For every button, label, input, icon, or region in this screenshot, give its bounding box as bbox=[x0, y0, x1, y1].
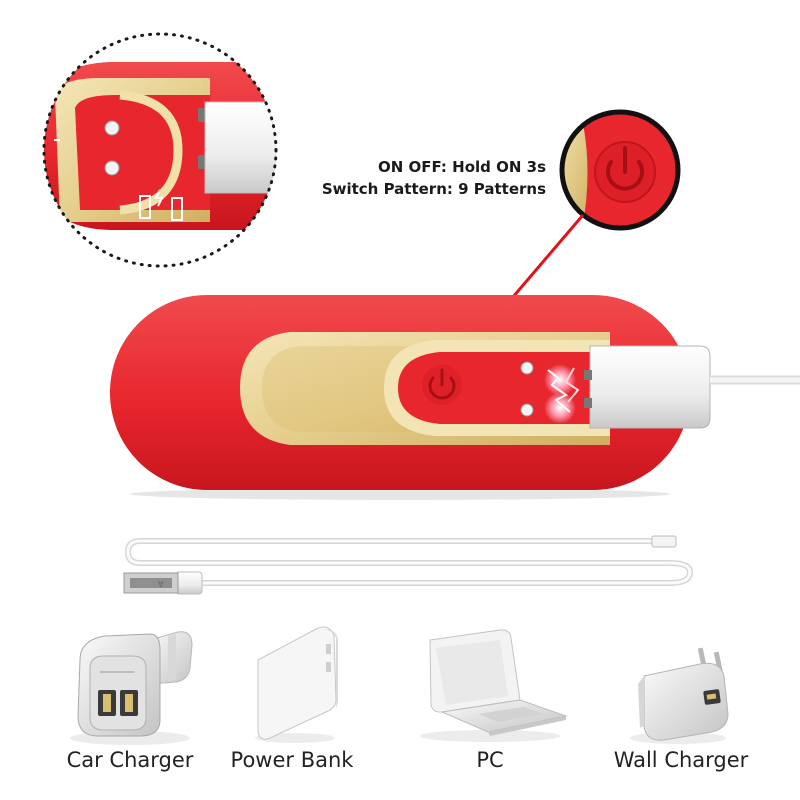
instructions-callout: ON OFF: Hold ON 3s Switch Pattern: 9 Pat… bbox=[300, 156, 546, 200]
on-off-instruction: ON OFF: Hold ON 3s bbox=[377, 158, 546, 176]
power-icon[interactable] bbox=[422, 365, 462, 405]
power-bank-label: Power Bank bbox=[230, 748, 354, 772]
wall-charger-label: Wall Charger bbox=[613, 748, 749, 772]
zoom-detail-power-button bbox=[559, 109, 681, 231]
pc-label: PC bbox=[476, 748, 504, 772]
usb-cable: ∀ bbox=[123, 535, 694, 595]
power-bank-icon bbox=[255, 626, 338, 743]
switch-pattern-instruction: Switch Pattern: 9 Patterns bbox=[321, 180, 546, 198]
device-body bbox=[110, 295, 800, 500]
svg-text:∀: ∀ bbox=[158, 580, 164, 589]
charging-pins bbox=[520, 361, 580, 424]
wall-charger-icon bbox=[630, 647, 729, 744]
charging-plug bbox=[584, 345, 800, 429]
car-charger-label: Car Charger bbox=[66, 748, 194, 772]
laptop-icon bbox=[420, 629, 568, 742]
car-charger-icon bbox=[70, 631, 193, 745]
zoom-detail-charging-pins bbox=[42, 32, 278, 268]
